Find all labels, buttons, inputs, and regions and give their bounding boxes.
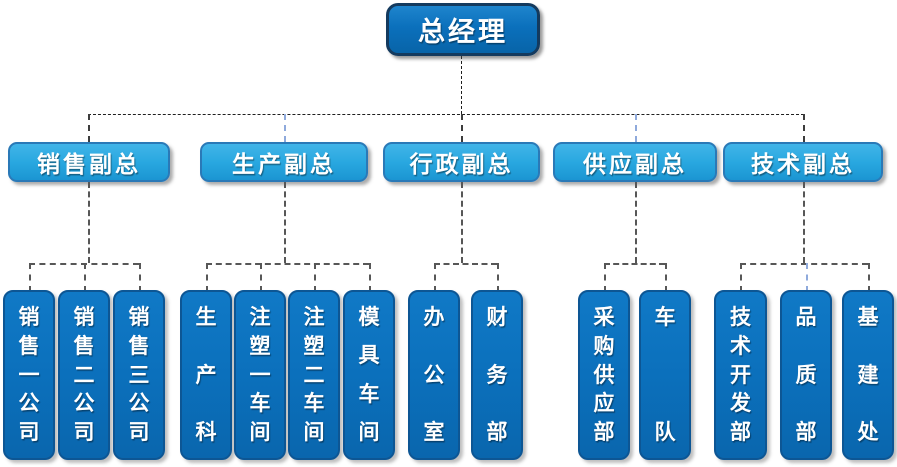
connector-drop-vp-production bbox=[284, 114, 286, 142]
connector-group5-rail bbox=[740, 263, 868, 265]
dept-box-finance-dept: 财务部 bbox=[471, 290, 523, 460]
connector-drop-dept bbox=[806, 263, 808, 292]
vp-label: 销售副总 bbox=[37, 152, 141, 178]
root-box-general-manager: 总经理 bbox=[386, 3, 540, 56]
vp-label: 行政副总 bbox=[409, 152, 514, 178]
connector-drop-dept bbox=[29, 263, 31, 292]
dept-box-injection-workshop-1: 注塑一车间 bbox=[234, 290, 286, 460]
connector-drop-dept bbox=[434, 263, 436, 292]
vp-label: 生产副总 bbox=[232, 152, 336, 178]
connector-drop-dept bbox=[260, 263, 262, 292]
dept-box-tech-development-dept: 技术开发部 bbox=[714, 290, 767, 460]
dept-box-purchasing-supply-dept: 采购供应部 bbox=[578, 290, 630, 460]
connector-drop-dept bbox=[369, 263, 371, 292]
dept-box-sales-company-1: 销售一公司 bbox=[3, 290, 55, 460]
connector-group4-rail bbox=[604, 263, 665, 265]
dept-box-infrastructure-dept: 基建处 bbox=[842, 290, 894, 460]
connector-drop-dept bbox=[740, 263, 742, 292]
dept-box-mold-workshop: 模具车间 bbox=[343, 290, 395, 460]
connector-drop-vp-admin bbox=[461, 114, 463, 142]
connector-drop-dept bbox=[665, 263, 667, 292]
vp-label: 技术副总 bbox=[751, 152, 855, 178]
connector-vp-admin-stem bbox=[461, 182, 463, 263]
connector-drop-vp-supply bbox=[635, 114, 637, 142]
vp-box-supply: 供应副总 bbox=[553, 142, 717, 182]
vp-box-production: 生产副总 bbox=[200, 142, 368, 182]
dept-box-quality-dept: 品质部 bbox=[780, 290, 832, 460]
connector-vp-technology-stem bbox=[803, 182, 805, 263]
dept-box-sales-company-2: 销售二公司 bbox=[58, 290, 110, 460]
connector-drop-vp-technology bbox=[803, 114, 805, 142]
connector-vp-sales-stem bbox=[88, 182, 90, 263]
connector-drop-vp-sales bbox=[88, 114, 90, 142]
connector-drop-dept bbox=[139, 263, 141, 292]
dept-box-injection-workshop-2: 注塑二车间 bbox=[288, 290, 340, 460]
connector-drop-dept bbox=[497, 263, 499, 292]
vp-box-sales: 销售副总 bbox=[8, 142, 170, 182]
connector-drop-dept bbox=[868, 263, 870, 292]
connector-drop-dept bbox=[206, 263, 208, 292]
connector-vp-supply-stem bbox=[635, 182, 637, 263]
vp-label: 供应副总 bbox=[583, 152, 687, 178]
dept-box-production-dept: 生产科 bbox=[180, 290, 232, 460]
vp-box-technology: 技术副总 bbox=[723, 142, 883, 182]
root-label: 总经理 bbox=[418, 17, 508, 48]
connector-root-drop bbox=[461, 56, 462, 114]
connector-group2-rail bbox=[206, 263, 369, 265]
vp-box-admin: 行政副总 bbox=[383, 142, 540, 182]
dept-box-sales-company-3: 销售三公司 bbox=[113, 290, 165, 460]
connector-level1-horizontal bbox=[88, 114, 804, 115]
connector-drop-dept bbox=[604, 263, 606, 292]
connector-drop-dept bbox=[84, 263, 86, 292]
connector-group3-rail bbox=[434, 263, 497, 265]
dept-box-office: 办公室 bbox=[408, 290, 460, 460]
connector-vp-production-stem bbox=[284, 182, 286, 263]
connector-drop-dept bbox=[314, 263, 316, 292]
dept-box-motorcade: 车队 bbox=[639, 290, 691, 460]
